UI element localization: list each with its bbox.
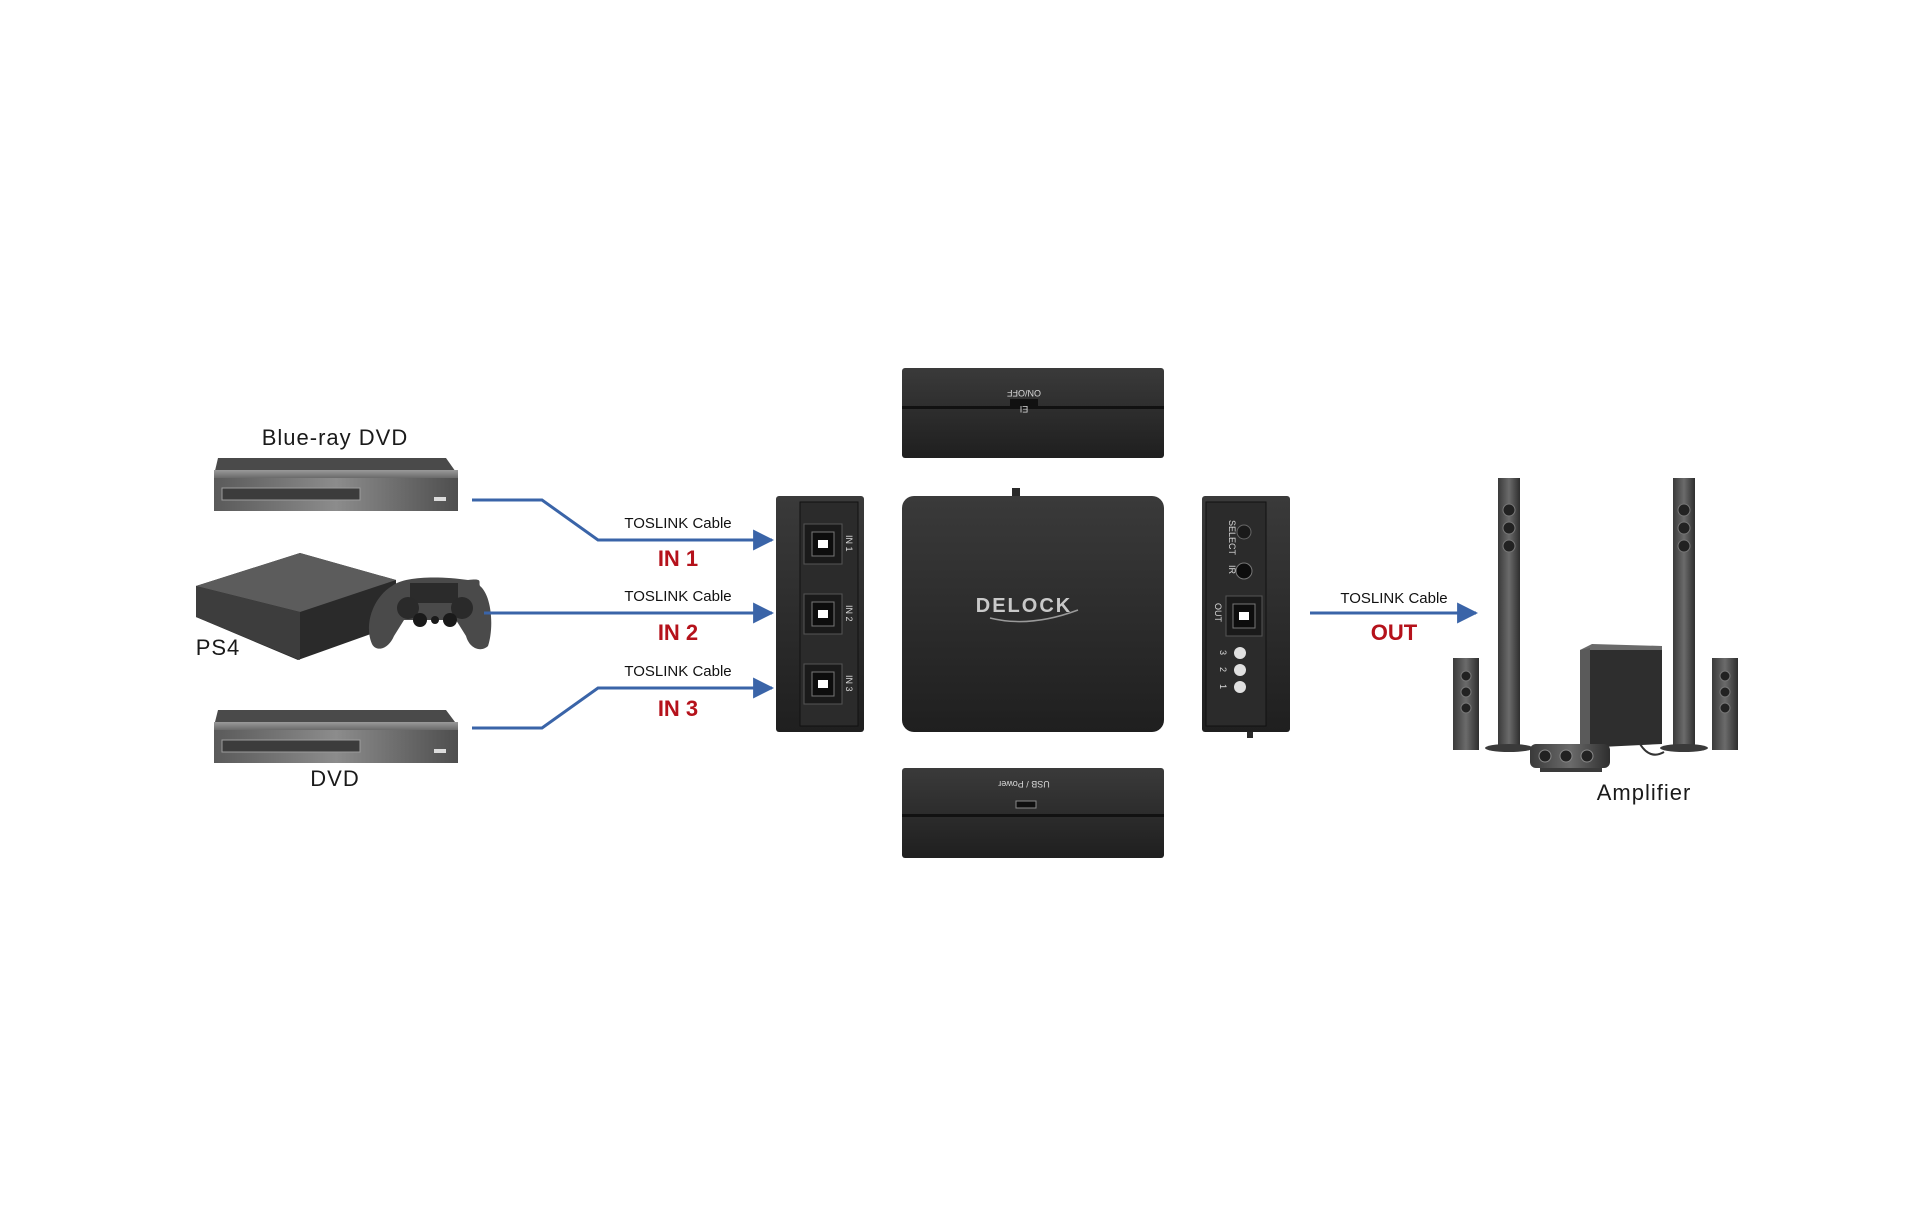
ps4-label: PS4 bbox=[196, 635, 241, 660]
left-port-1-label: IN 1 bbox=[844, 535, 854, 552]
led-2-label: 2 bbox=[1218, 667, 1228, 672]
switch-right-side-view: SELECT IR OUT 3 2 1 bbox=[1202, 496, 1290, 738]
dvd-player-icon bbox=[214, 710, 458, 763]
bottom-side-label: USB / Power bbox=[998, 779, 1050, 789]
select-label: SELECT bbox=[1227, 520, 1237, 556]
cable-in2-label: TOSLINK Cable bbox=[624, 588, 731, 605]
ir-label: IR bbox=[1227, 565, 1237, 575]
switch-left-side-view: IN 1 IN 2 IN 3 bbox=[776, 496, 864, 732]
cable-in3-line bbox=[472, 677, 775, 730]
dvd-label: DVD bbox=[310, 766, 359, 791]
out-side-label: OUT bbox=[1213, 603, 1223, 623]
switch-main-top-view: DELOCK bbox=[902, 488, 1164, 732]
port-in1-label: IN 1 bbox=[658, 546, 698, 571]
ir-sensor-icon bbox=[1235, 562, 1253, 580]
bluray-label: Blue-ray DVD bbox=[262, 425, 408, 450]
power-switch-icon bbox=[1010, 399, 1038, 407]
speaker-system-icon bbox=[1453, 478, 1738, 772]
port-in3-label: IN 3 bbox=[658, 696, 698, 721]
bluray-player-icon bbox=[214, 458, 458, 511]
led-1-label: 1 bbox=[1218, 684, 1228, 689]
port-out-label: OUT bbox=[1371, 620, 1418, 645]
cable-in1-label: TOSLINK Cable bbox=[624, 515, 731, 532]
cable-in3-label: TOSLINK Cable bbox=[624, 663, 731, 680]
cable-in1-line bbox=[472, 498, 775, 551]
amplifier-label: Amplifier bbox=[1597, 780, 1692, 805]
select-button-icon bbox=[1236, 524, 1252, 540]
gamepad-icon bbox=[368, 577, 492, 650]
led-3-icon bbox=[1234, 647, 1246, 659]
optical-port-in1-icon bbox=[803, 523, 843, 565]
top-side-small-label: EI bbox=[1020, 404, 1029, 414]
led-1-icon bbox=[1234, 681, 1246, 693]
usb-port-icon bbox=[1015, 800, 1037, 809]
brand-logo: DELOCK bbox=[976, 595, 1072, 617]
left-port-3-label: IN 3 bbox=[844, 675, 854, 692]
optical-port-out-icon bbox=[1225, 595, 1263, 637]
left-port-2-label: IN 2 bbox=[844, 605, 854, 622]
cable-out-label: TOSLINK Cable bbox=[1340, 590, 1447, 607]
port-in2-label: IN 2 bbox=[658, 620, 698, 645]
switch-bottom-side-view: USB / Power bbox=[902, 768, 1164, 858]
ps4-console-icon bbox=[196, 553, 396, 660]
led-3-label: 3 bbox=[1218, 650, 1228, 655]
top-side-label: ON/OFF bbox=[1007, 388, 1041, 398]
optical-port-in3-icon bbox=[803, 663, 843, 705]
led-2-icon bbox=[1234, 664, 1246, 676]
optical-port-in2-icon bbox=[803, 593, 843, 635]
switch-top-side-view: ON/OFF EI bbox=[902, 368, 1164, 458]
